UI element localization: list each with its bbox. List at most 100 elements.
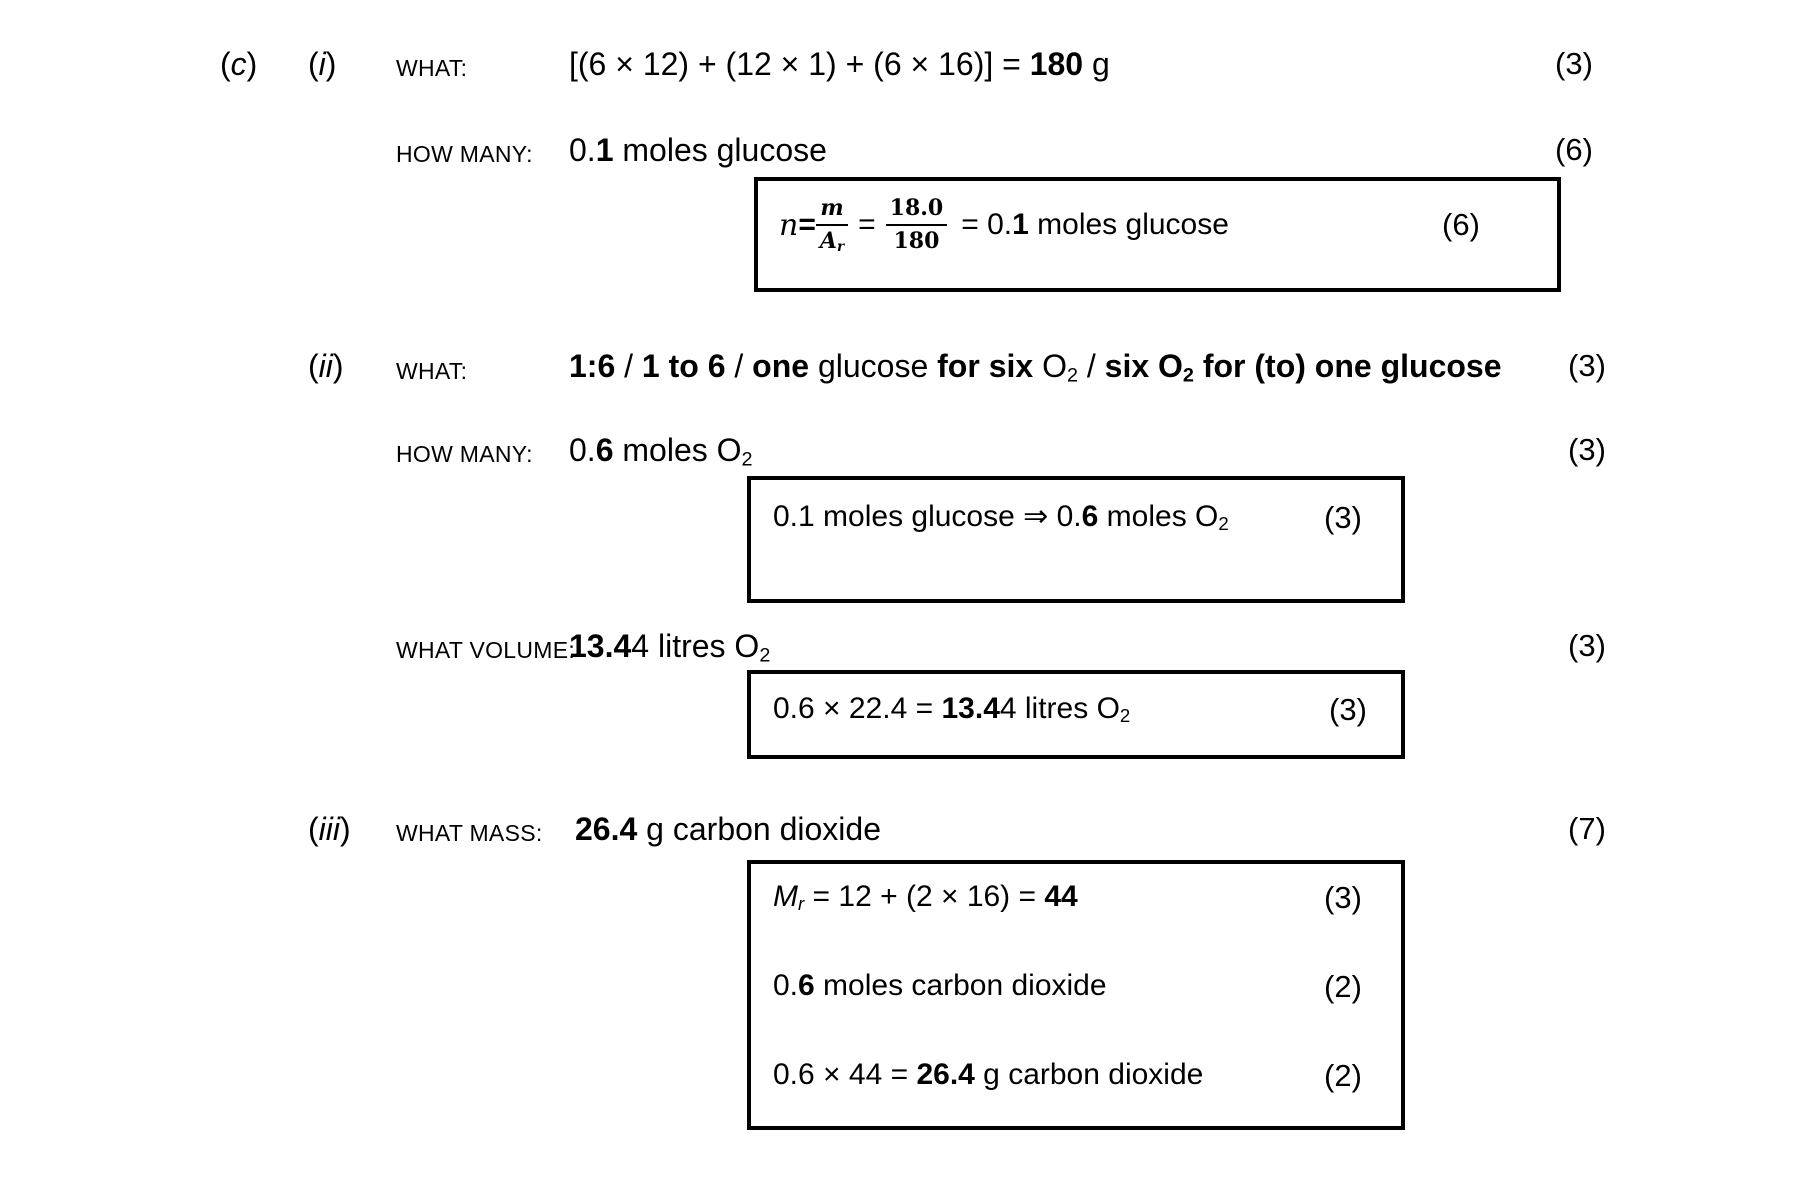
n-variable: n [779, 207, 799, 243]
part-label: (c) [220, 46, 258, 82]
box-volume-pre: 0.6 × 22.4 = [773, 692, 942, 725]
mole-formula: n = m Ar = 18.0 180 = 0.1 moles glucose [779, 195, 1229, 255]
ratio-bold-5: six O [1104, 348, 1183, 384]
subpart-numeral-ii-text: ii [318, 348, 333, 384]
what-volume-answer-bold: 13.4 [569, 628, 632, 664]
fraction-numerator-m: m [815, 196, 849, 226]
fraction-numerator-mass: 18.0 [885, 196, 948, 226]
box-mass-line-1: Mr = 12 + (2 × 16) = 44 [773, 880, 1078, 915]
formula-result: = 0.1 moles glucose [947, 208, 1229, 242]
ar-main: A [819, 228, 837, 254]
marks-what-ii: (3) [1568, 348, 1606, 383]
ratio-bold-4: for six [937, 348, 1034, 384]
fraction-denominator-mr: 180 [893, 228, 940, 254]
box-mass-line-2: 0.6 moles carbon dioxide [773, 971, 1107, 1001]
ratio-bold-6: for (to) one glucose [1193, 348, 1502, 384]
how-many-answer-ii: 0.6 moles O2 [569, 432, 753, 469]
mr-sub: r [798, 893, 805, 915]
how-many-label-ii: HOW MANY: [396, 441, 533, 467]
marks-how-many-ii: (3) [1568, 432, 1606, 467]
marks-box-moles-o2: (3) [1324, 500, 1362, 535]
how-many-answer-i: 0.1 moles glucose [569, 134, 827, 166]
ratio-sep-1: / [615, 348, 642, 384]
subpart-numeral-i: (i) [308, 46, 337, 82]
marks-how-many-i: (6) [1555, 132, 1593, 167]
working-box-volume [747, 670, 1405, 759]
marks-what-volume: (3) [1568, 628, 1606, 663]
working-box-moles-glucose [754, 177, 1561, 292]
how-many-answer-ii-post: moles O [613, 432, 742, 468]
fraction-mass-over-mr: 18.0 180 [885, 196, 948, 254]
marks-box-moles-glucose: (6) [1442, 207, 1480, 242]
box-moles-o2-post: moles O [1098, 500, 1219, 533]
box-mass-line-3-bold: 26.4 [916, 1058, 975, 1091]
formula-result-bold: 1 [1012, 208, 1029, 241]
what-volume-answer-sub: 2 [759, 644, 771, 667]
how-many-label-i: HOW MANY: [396, 141, 533, 167]
ratio-bold-5-sub: 2 [1182, 364, 1194, 387]
ratio-sep-5: / [1077, 348, 1105, 384]
ratio-sep-2: / [725, 348, 753, 384]
formula-equals-1: = [798, 208, 816, 241]
box-mass-line-2-bold: 6 [798, 969, 815, 1002]
ratio-sep-3: glucose [809, 348, 938, 384]
ratio-bold-3: one [752, 348, 810, 384]
box-mass-line-1-bold: 44 [1044, 880, 1078, 913]
marks-what-mass: (7) [1568, 811, 1606, 846]
what-mass-answer-post: g carbon dioxide [637, 811, 881, 847]
what-answer-i-pre: [(6 × 12) + (12 × 1) + (6 × 16)] = [569, 46, 1030, 82]
box-mass-line-2-post: moles carbon dioxide [814, 969, 1107, 1002]
subpart-numeral-iii: (iii) [308, 811, 351, 847]
box-moles-o2-pre: 0.1 moles glucose ⇒ 0. [773, 500, 1082, 533]
ratio-bold-1: 1:6 [569, 348, 616, 384]
what-mass-label: WHAT MASS: [396, 820, 543, 846]
subpart-numeral-i-text: i [318, 46, 326, 82]
formula-equals-2: = [858, 208, 876, 241]
working-box-mass [747, 860, 1405, 1130]
subpart-numeral-iii-text: iii [318, 811, 340, 847]
box-moles-o2-sub: 2 [1218, 513, 1229, 535]
how-many-answer-i-post: moles glucose [613, 132, 827, 168]
what-mass-answer-bold: 26.4 [575, 811, 638, 847]
what-answer-i: [(6 × 12) + (12 × 1) + (6 × 16)] = 180 g [569, 48, 1110, 80]
what-answer-i-bold: 180 [1029, 46, 1084, 82]
formula-result-pre: = 0. [961, 208, 1013, 241]
what-label-i: WHAT: [396, 55, 468, 81]
how-many-answer-ii-bold: 6 [595, 432, 614, 468]
marks-box-volume: (3) [1329, 692, 1367, 727]
box-volume-bold: 13.4 [941, 692, 1000, 725]
marks-box-mass-line-2: (2) [1324, 969, 1362, 1004]
what-volume-label: WHAT VOLUME: [396, 637, 576, 663]
fraction-m-over-ar: m Ar [815, 196, 849, 255]
how-many-answer-ii-pre: 0. [569, 432, 596, 468]
box-moles-o2-text: 0.1 moles glucose ⇒ 0.6 moles O2 [773, 500, 1229, 535]
box-mass-line-1-pre: = 12 + (2 × 16) = [804, 880, 1045, 913]
part-letter: c [230, 46, 247, 82]
mr-main: M [773, 880, 798, 913]
how-many-answer-i-pre: 0. [569, 132, 596, 168]
ratio-bold-2: 1 to 6 [641, 348, 726, 384]
what-mass-answer: 26.4 g carbon dioxide [575, 813, 881, 845]
box-mass-line-3-pre: 0.6 × 44 = [773, 1058, 917, 1091]
box-moles-o2-bold: 6 [1081, 500, 1099, 533]
subpart-numeral-ii: (ii) [308, 348, 344, 384]
how-many-answer-i-bold: 1 [595, 132, 614, 168]
ar-sub: r [836, 239, 845, 255]
ratio-sep-4-sub: 2 [1066, 364, 1078, 387]
box-volume-post: 4 litres O [999, 692, 1120, 725]
marks-what-i: (3) [1555, 46, 1593, 81]
what-label-ii: WHAT: [396, 358, 468, 384]
marks-box-mass-line-1: (3) [1324, 880, 1362, 915]
what-volume-answer: 13.44 litres O2 [569, 628, 770, 665]
formula-result-post: moles glucose [1028, 208, 1229, 241]
what-answer-i-post: g [1083, 46, 1110, 82]
what-answer-ii: 1:6 / 1 to 6 / one glucose for six O2 / … [569, 348, 1502, 385]
box-volume-text: 0.6 × 22.4 = 13.44 litres O2 [773, 692, 1131, 727]
box-mass-line-3: 0.6 × 44 = 26.4 g carbon dioxide [773, 1060, 1203, 1090]
box-mass-line-2-pre: 0. [773, 969, 799, 1002]
ratio-sep-4: O [1033, 348, 1067, 384]
box-mass-line-3-post: g carbon dioxide [974, 1058, 1204, 1091]
what-volume-answer-post: 4 litres O [631, 628, 760, 664]
working-box-moles-o2 [747, 476, 1405, 603]
box-volume-sub: 2 [1119, 705, 1131, 727]
